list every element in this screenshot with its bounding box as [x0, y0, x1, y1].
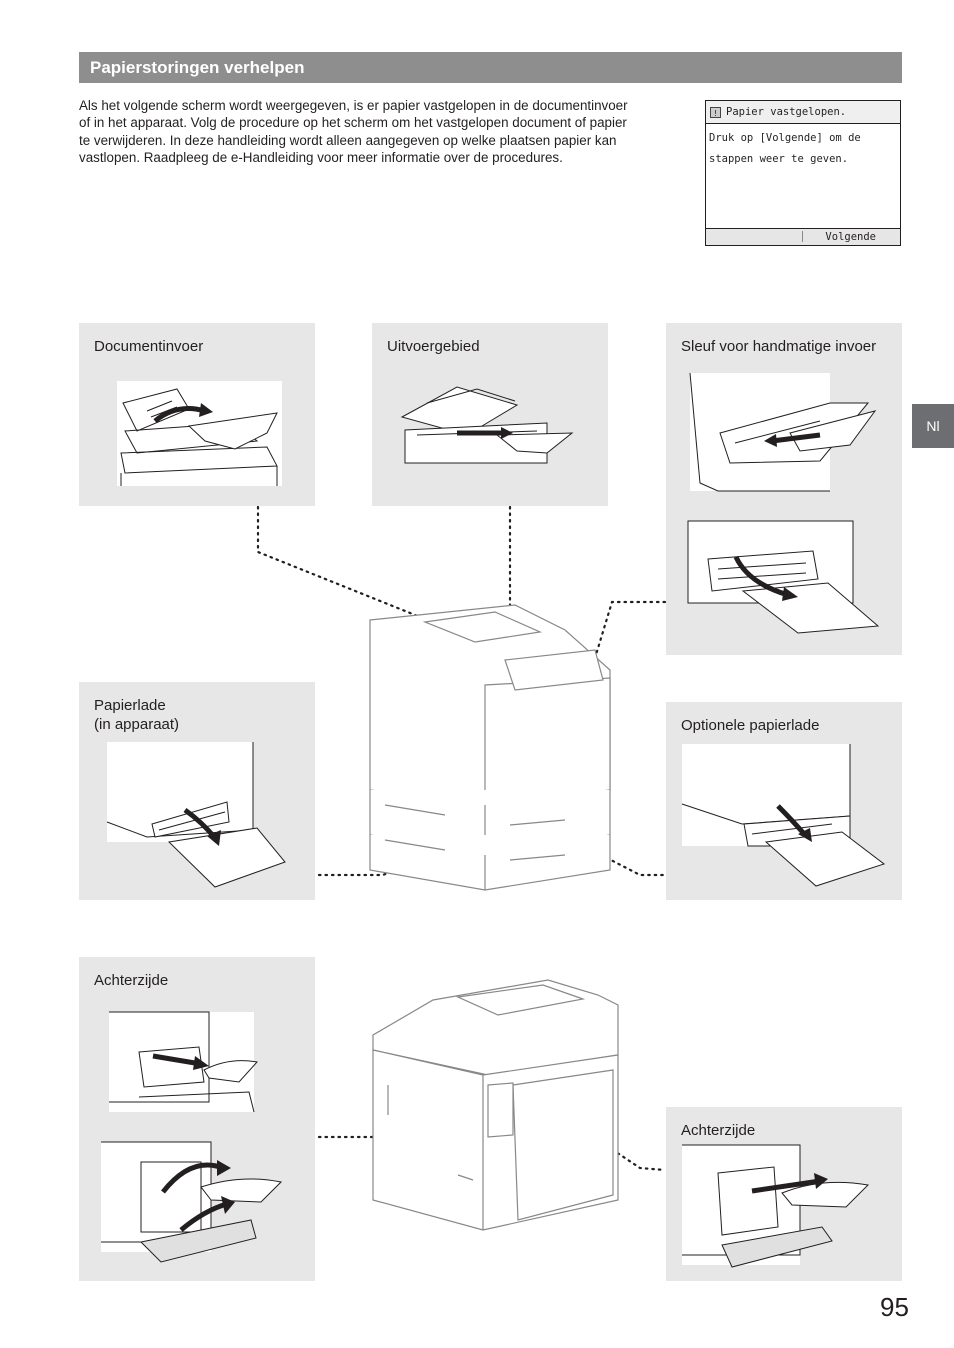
- lcd-message-line: stappen weer te geven.: [709, 153, 849, 165]
- output-area-illustration: [400, 386, 574, 464]
- panel-achterzijde-right: Achterzijde: [666, 1107, 902, 1281]
- panel-label-line: Papierlade: [94, 697, 166, 714]
- panel-label: Papierlade (in apparaat): [94, 696, 179, 734]
- optional-drawer-illustration: [681, 744, 886, 887]
- panel-optionele-papierlade: Optionele papierlade: [666, 702, 902, 900]
- printer-rear-illustration: [372, 979, 619, 1231]
- panel-papierlade: Papierlade (in apparaat): [79, 682, 315, 900]
- printer-front-illustration: [369, 604, 611, 891]
- panel-achterzijde-left: Achterzijde: [79, 957, 315, 1281]
- lcd-divider: [802, 231, 803, 242]
- panel-label: Sleuf voor handmatige invoer: [681, 338, 877, 355]
- rear-unit-illustration: [682, 1144, 870, 1268]
- lcd-title-bar: ! Papier vastgelopen.: [706, 101, 900, 124]
- panel-documentinvoer: Documentinvoer: [79, 323, 315, 506]
- panel-label: Achterzijde: [681, 1122, 756, 1139]
- intro-paragraph: Als het volgende scherm wordt weergegeve…: [79, 97, 684, 166]
- intro-line: of in het apparaat. Volg de procedure op…: [79, 115, 627, 131]
- warning-icon: !: [710, 106, 721, 118]
- rear-cover-illustration: [109, 1011, 258, 1113]
- rear-cover-open-illustration: [101, 1141, 283, 1263]
- panel-uitvoergebied: Uitvoergebied: [372, 323, 608, 506]
- document-feeder-illustration: [117, 381, 282, 486]
- panel-label: Achterzijde: [94, 972, 169, 989]
- lcd-screen: ! Papier vastgelopen. Druk op [Volgende]…: [705, 100, 901, 246]
- intro-line: Als het volgende scherm wordt weergegeve…: [79, 98, 628, 113]
- intro-line: vastlopen. Raadpleeg de e-Handleiding vo…: [79, 149, 563, 165]
- panel-label: Documentinvoer: [94, 338, 204, 355]
- page-number: 95: [880, 1292, 909, 1322]
- lcd-next-button[interactable]: Volgende: [825, 231, 876, 243]
- intro-line: te verwijderen. In deze handleiding word…: [79, 132, 617, 148]
- manual-feed-slot-detail-illustration: [687, 520, 880, 634]
- panel-label: Optionele papierlade: [681, 717, 820, 734]
- lcd-message-line: Druk op [Volgende] om de: [709, 132, 861, 144]
- language-tab: Nl: [912, 404, 954, 448]
- section-title: Papierstoringen verhelpen: [79, 52, 902, 83]
- lcd-title: Papier vastgelopen.: [726, 106, 847, 118]
- panel-label-line: (in apparaat): [94, 716, 180, 733]
- manual-feed-slot-illustration: [689, 372, 877, 492]
- lcd-footer: Volgende: [706, 228, 900, 245]
- lcd-message: Druk op [Volgende] om de stappen weer te…: [706, 124, 900, 220]
- paper-drawer-illustration: [106, 742, 286, 888]
- panel-sleuf-handmatige-invoer: Sleuf voor handmatige invoer: [666, 323, 902, 655]
- panel-label: Uitvoergebied: [387, 338, 480, 355]
